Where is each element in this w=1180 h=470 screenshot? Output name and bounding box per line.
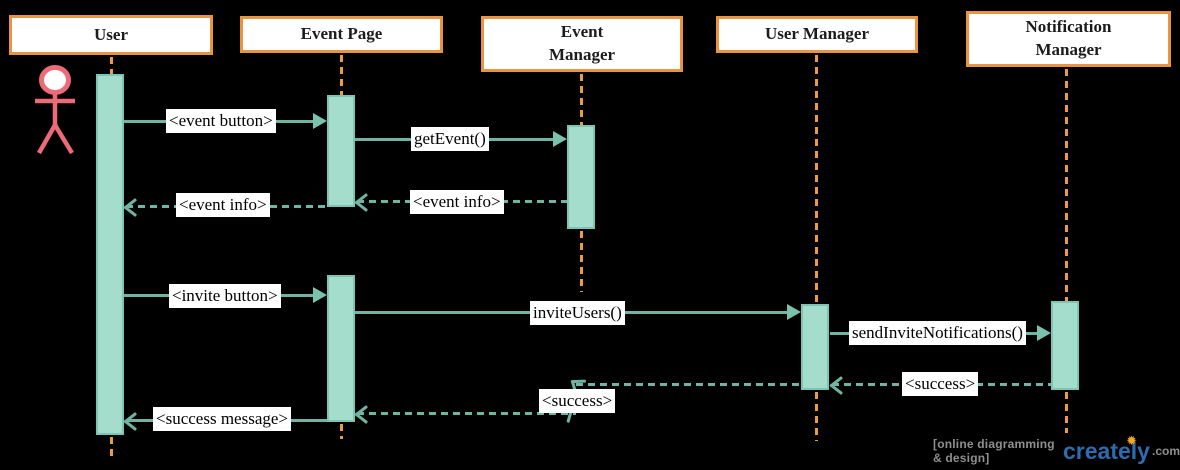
- participant-event-page-label: Event Page: [300, 24, 383, 44]
- watermark-brand-text: creately: [1063, 437, 1150, 464]
- message-label: <success>: [539, 389, 616, 413]
- lifeline-user-manager-lower: [815, 392, 818, 441]
- actor-icon: [35, 65, 75, 155]
- lifeline-user-lower: [110, 437, 113, 457]
- message-label: <event button>: [166, 109, 276, 133]
- lifeline-user-manager-upper: [815, 55, 818, 304]
- activation-notification-manager: [1051, 301, 1079, 390]
- watermark-sparkle-icon: ✹: [1126, 432, 1137, 448]
- participant-notification-manager-label: Notification Manager: [1025, 17, 1112, 59]
- participant-user: User: [9, 15, 213, 55]
- activation-user-manager: [801, 304, 829, 390]
- open-arrowhead-icon: [355, 192, 371, 212]
- participant-event-manager-label: Event Manager: [548, 22, 616, 64]
- lifeline-event-page-upper: [340, 55, 343, 95]
- watermark: [online diagramming & design] creately ✹…: [933, 433, 1180, 466]
- activation-user: [96, 74, 124, 435]
- filled-arrowhead-icon: [553, 131, 567, 147]
- lifeline-event-page-lower: [340, 424, 343, 439]
- message-line-upper-segment: [576, 383, 801, 386]
- activation-event-page-1: [327, 95, 355, 207]
- open-arrowhead-icon: [355, 404, 371, 424]
- open-arrowhead-icon: [124, 197, 140, 217]
- watermark-tagline: [online diagramming & design]: [933, 437, 1055, 465]
- open-arrowhead-icon: [124, 411, 140, 431]
- message-label: <invite button>: [169, 284, 281, 308]
- message-label: <success message>: [153, 407, 291, 431]
- participant-event-manager: Event Manager: [481, 16, 683, 72]
- message-label: <event info>: [176, 193, 270, 217]
- message-label: <event info>: [410, 190, 504, 214]
- message-label: sendInviteNotifications(): [849, 321, 1026, 345]
- participant-user-manager-label: User Manager: [764, 24, 870, 44]
- watermark-tld: .com: [1151, 444, 1180, 458]
- open-arrowhead-icon: [830, 375, 846, 395]
- activation-event-manager: [567, 125, 595, 229]
- filled-arrowhead-icon: [313, 287, 327, 303]
- message-label: <success>: [902, 372, 979, 396]
- filled-arrowhead-icon: [1037, 325, 1051, 341]
- lifeline-event-manager-upper: [580, 74, 583, 125]
- lifeline-notification-manager-upper: [1065, 69, 1068, 301]
- participant-event-page: Event Page: [240, 16, 443, 53]
- watermark-brand: creately ✹: [1063, 433, 1150, 464]
- message-label: inviteUsers(): [530, 301, 625, 325]
- participant-notification-manager: Notification Manager: [966, 11, 1171, 67]
- lifeline-user-upper: [110, 57, 113, 74]
- participant-user-manager: User Manager: [716, 16, 918, 53]
- activation-event-page-2: [327, 275, 355, 422]
- filled-arrowhead-icon: [313, 113, 327, 129]
- filled-arrowhead-icon: [787, 304, 801, 320]
- message-line-lower-segment: [357, 412, 576, 415]
- participant-user-label: User: [94, 24, 128, 44]
- message-label: getEvent(): [411, 127, 489, 151]
- lifeline-event-manager-lower: [580, 231, 583, 292]
- lifeline-notification-manager-lower: [1065, 392, 1068, 433]
